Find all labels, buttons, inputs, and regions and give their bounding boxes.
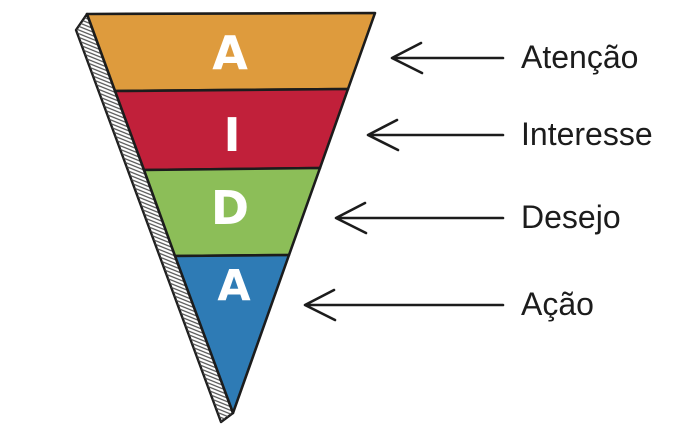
label-desejo: Desejo: [521, 199, 621, 235]
arrow-desejo: [334, 201, 505, 235]
label-interesse: Interesse: [521, 116, 653, 152]
stage-letter-d: D: [211, 181, 249, 235]
stage-labels: Atenção Interesse Desejo Ação: [521, 39, 653, 322]
arrow-interesse: [366, 118, 505, 152]
funnel-letters: A I D A: [211, 26, 251, 311]
stage-letter-i: I: [223, 108, 240, 162]
stage-arrows: [303, 41, 505, 322]
side-band-hatching: [76, 14, 233, 422]
arrow-atencao: [390, 41, 505, 75]
label-acao: Ação: [521, 286, 594, 322]
label-atencao: Atenção: [521, 39, 638, 75]
stage-letter-a1: A: [212, 26, 248, 80]
stage-acao-shape: [173, 253, 291, 415]
stage-letter-a2: A: [217, 261, 251, 311]
arrow-acao: [303, 288, 505, 322]
funnel-stages: [85, 11, 377, 415]
